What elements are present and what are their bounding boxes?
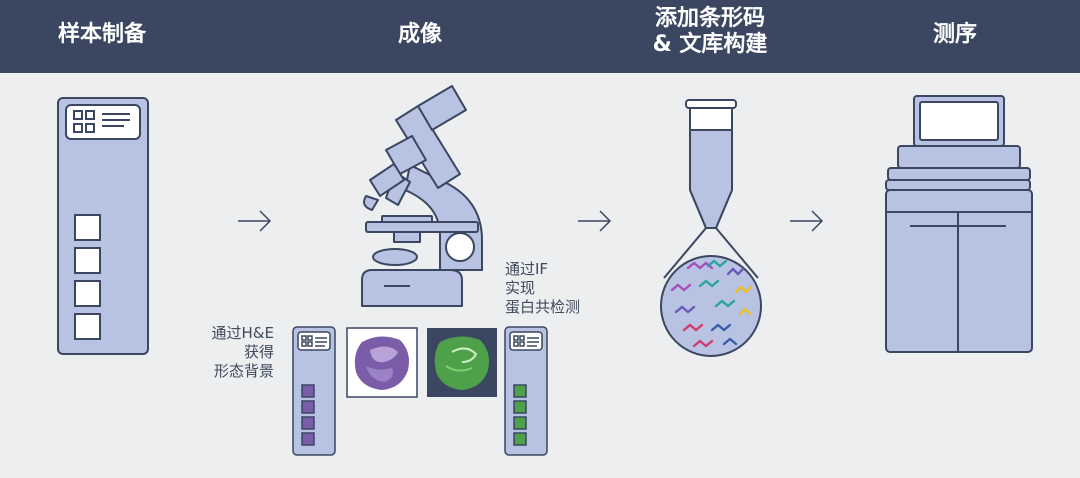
he-annotation-line1: 通过H&E	[211, 324, 274, 342]
arrow-right-icon	[238, 210, 272, 232]
he-slide-icon	[292, 326, 336, 456]
arrow-right-icon	[790, 210, 824, 232]
if-annotation-line3: 蛋白共检测	[505, 298, 581, 316]
if-annotation-line2: 实现	[505, 279, 536, 297]
step-title-barcoding-line2: & 文库构建	[652, 32, 768, 57]
header-bar	[0, 0, 1080, 73]
step-title-imaging: 成像	[397, 22, 442, 47]
step-title-sample-prep: 样本制备	[57, 22, 146, 47]
if-annotation: 通过IF 实现 蛋白共检测	[505, 260, 580, 317]
microscope-icon	[361, 85, 483, 307]
step-title-barcoding-line1: 添加条形码	[654, 6, 765, 31]
barcode-strands	[670, 259, 753, 348]
step-title-sequencing: 测序	[932, 22, 977, 47]
he-annotation-line2: 获得	[243, 343, 274, 361]
if-tissue-image	[427, 328, 497, 397]
tube-icon	[660, 99, 762, 357]
if-slide-icon	[504, 326, 548, 456]
step-title-barcoding: 添加条形码 & 文库构建	[615, 6, 805, 58]
he-annotation-line3: 形态背景	[213, 362, 274, 380]
he-annotation: 通过H&E 获得 形态背景	[170, 324, 274, 381]
sequencer-icon	[885, 95, 1033, 353]
arrow-right-icon	[578, 210, 612, 232]
slide-icon	[57, 97, 149, 355]
if-annotation-line1: 通过IF	[505, 260, 549, 278]
he-tissue-image	[346, 327, 418, 398]
